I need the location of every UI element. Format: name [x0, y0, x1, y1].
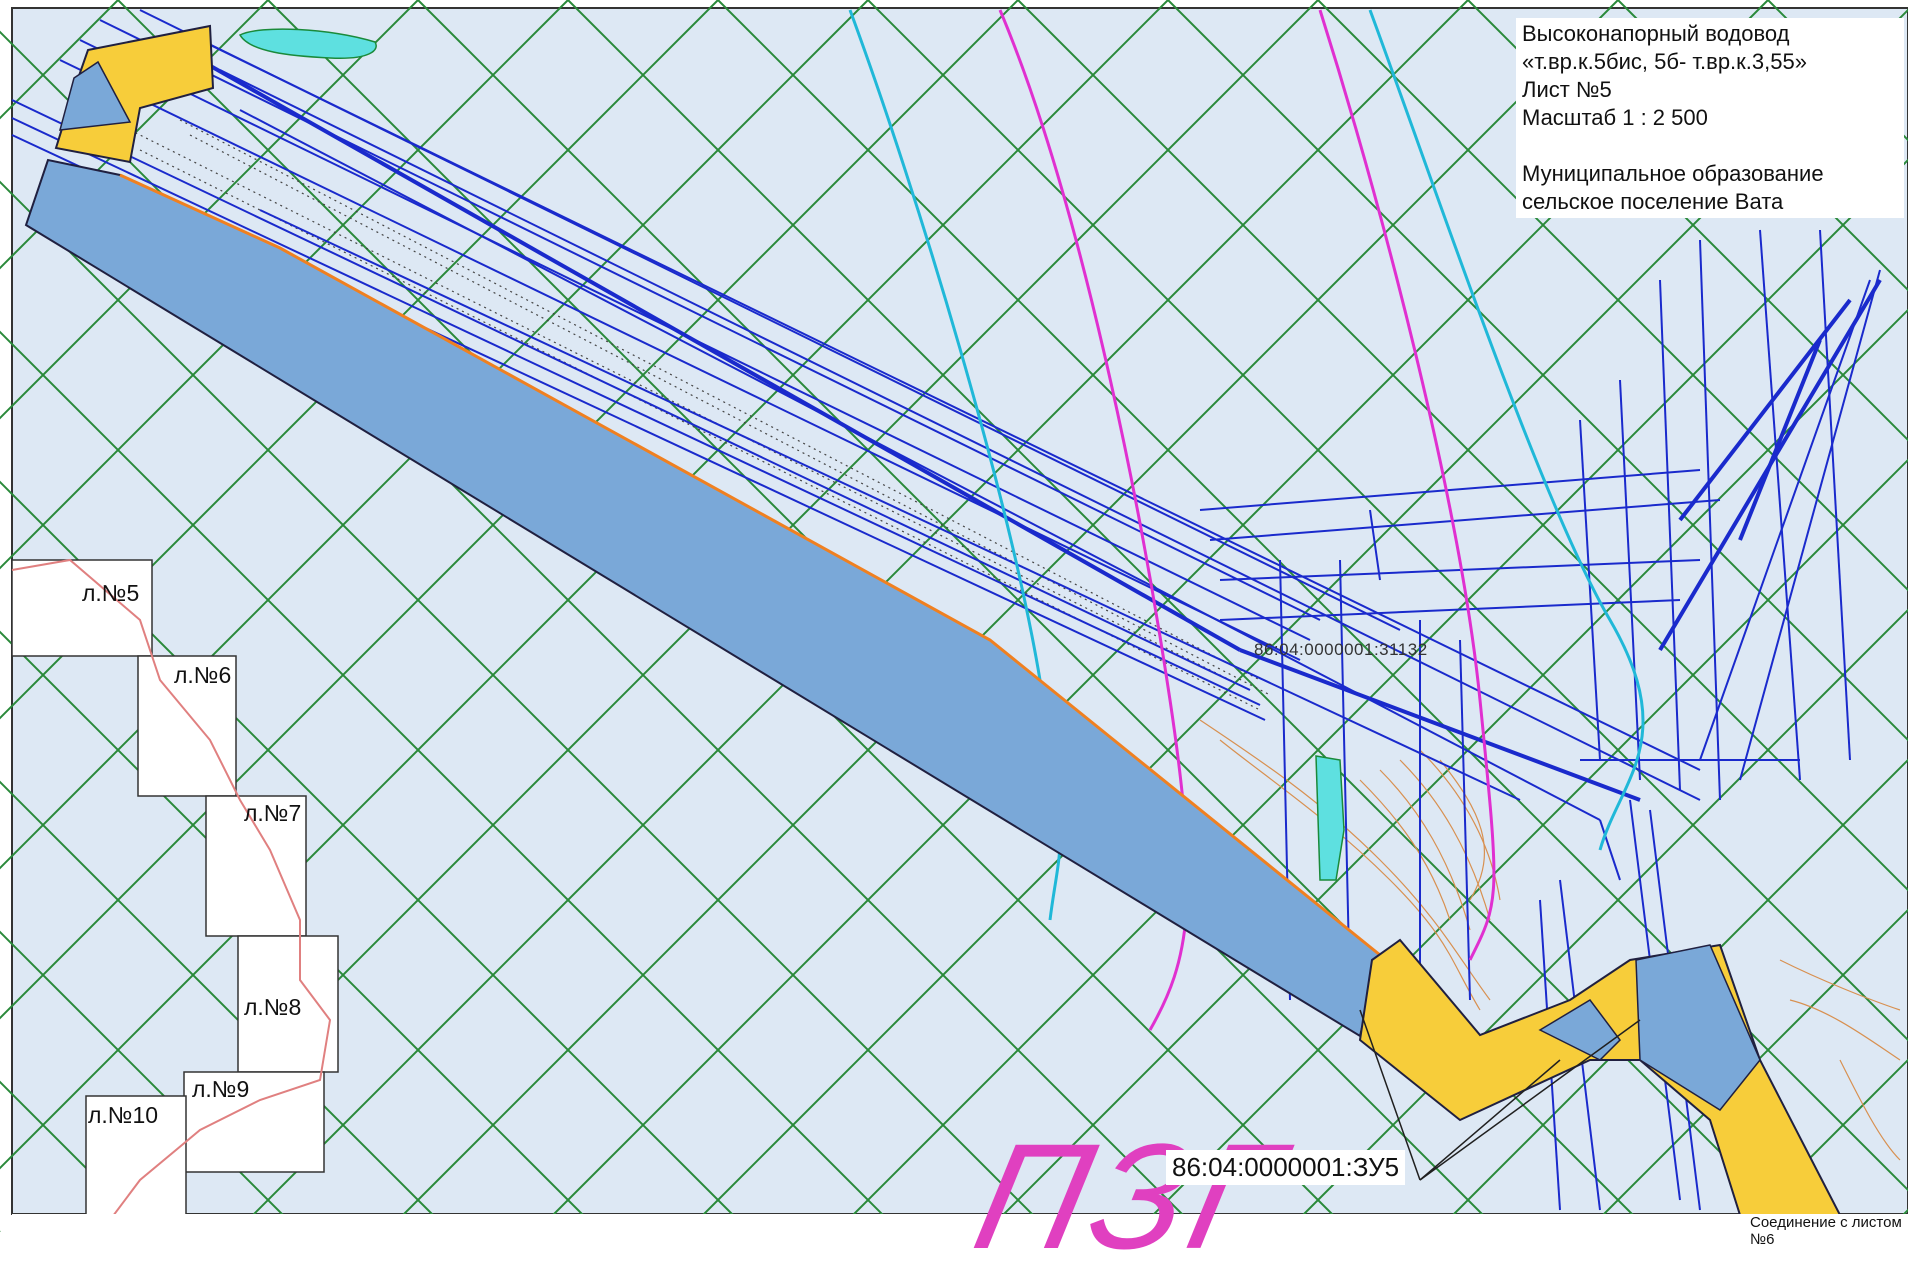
grid-line	[1585, 908, 1908, 1232]
parcel-southeast-inner-a	[1538, 999, 1621, 1061]
title-line-6: сельское поселение Вата	[1522, 189, 1784, 214]
title-spacer	[1522, 132, 1898, 160]
parcel-northwest-inner	[58, 60, 132, 131]
title-line-2: «т.вр.к.5бис, 5б- т.вр.к.3,55»	[1522, 49, 1807, 74]
grid-line	[0, 630, 601, 1232]
parcel-southeast-inner-b	[1635, 944, 1761, 1111]
sheet-label-10: л.№10	[88, 1102, 159, 1128]
title-line-1: Высоконапорный водовод	[1522, 21, 1790, 46]
bottom-strip	[12, 1214, 1908, 1232]
utility-lines	[11, 9, 1881, 1211]
corridor-edge-orange	[119, 173, 1381, 957]
pond	[238, 28, 377, 59]
grid-line	[0, 0, 869, 870]
grid-line	[0, 180, 1051, 1232]
sheet-label-9: л.№9	[192, 1076, 250, 1102]
terrain-contours	[1199, 719, 1901, 1161]
parcel-label: 86:04:0000001:ЗУ5	[1166, 1150, 1406, 1185]
grid-line	[1285, 608, 1908, 1232]
grid-line	[867, 0, 1908, 1042]
grid-line	[0, 0, 1169, 1170]
grid-line	[0, 330, 901, 1232]
sheet-box-6	[137, 655, 237, 797]
sheet-label-8: л.№8	[244, 994, 302, 1020]
grid-line	[985, 308, 1908, 1232]
sheet-index	[11, 559, 339, 1232]
sheet-index-route	[11, 558, 332, 1221]
title-line-3: Лист №5	[1522, 77, 1612, 102]
join-note: Соединение с листом №6	[1750, 1214, 1902, 1248]
map-title-block: Высоконапорный водовод «т.вр.к.5бис, 5б-…	[1516, 18, 1904, 218]
pond-east	[1315, 755, 1345, 881]
sheet-box-7	[205, 795, 307, 937]
grid-line	[0, 0, 569, 570]
zone-label: ПЗГ	[962, 1112, 1299, 1280]
grid-line	[1017, 0, 1908, 892]
sheet-box-5	[11, 559, 153, 657]
sheet-box-8	[237, 935, 339, 1073]
grid-line	[0, 0, 419, 420]
grid-line	[0, 930, 301, 1232]
utility-lines-heavy	[199, 58, 1882, 802]
grid-line	[385, 0, 1619, 1232]
title-line-5: Муниципальное образование	[1522, 161, 1824, 186]
title-line-4: Масштаб 1 : 2 500	[1522, 105, 1708, 130]
sheet-box-9	[183, 1071, 325, 1173]
parcel-label-leaders	[1359, 1009, 1641, 1181]
grid-line	[0, 0, 1019, 1020]
sheet-box-10	[85, 1095, 187, 1232]
cadastral-number: 86:04:0000001:31132	[1254, 640, 1428, 659]
sheet-label-6: л.№6	[174, 662, 232, 688]
sheet-label-7: л.№7	[244, 800, 302, 826]
sheet-label-5: л.№5	[82, 580, 140, 606]
boundary-magenta	[998, 9, 1496, 1031]
